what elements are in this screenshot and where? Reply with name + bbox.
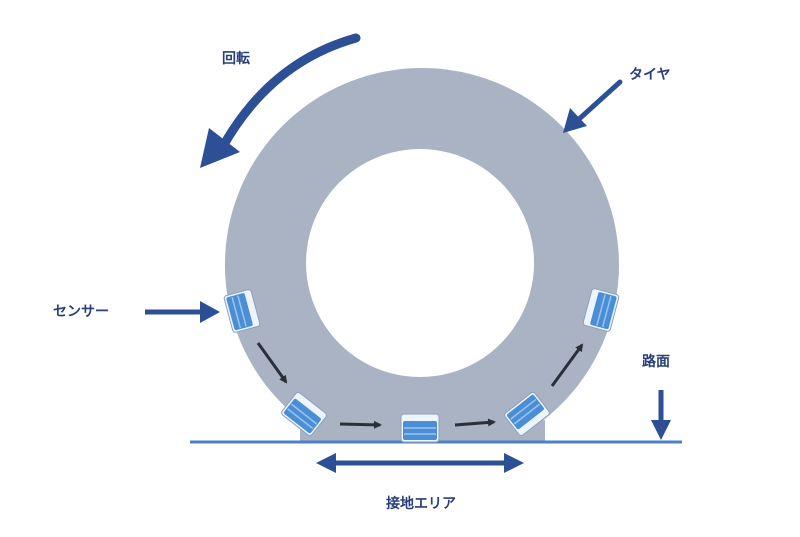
sensor-icon <box>400 413 440 443</box>
rotation-label: 回転 <box>222 51 250 67</box>
road-surface-label: 路面 <box>642 354 670 370</box>
contact-area-label: 接地エリア <box>386 496 456 512</box>
tire-label: タイヤ <box>629 67 671 83</box>
sensor-flow-arrows <box>256 342 584 429</box>
contact-area-double-arrow-icon <box>316 453 524 473</box>
tire-ring <box>225 68 619 441</box>
sensor-pointer-arrow-icon <box>145 301 220 323</box>
tire-pointer-arrow-icon <box>563 79 623 133</box>
road-pointer-arrow-icon <box>651 390 671 440</box>
sensor-label: センサー <box>53 304 109 320</box>
rotation-arrow-icon <box>200 33 361 168</box>
